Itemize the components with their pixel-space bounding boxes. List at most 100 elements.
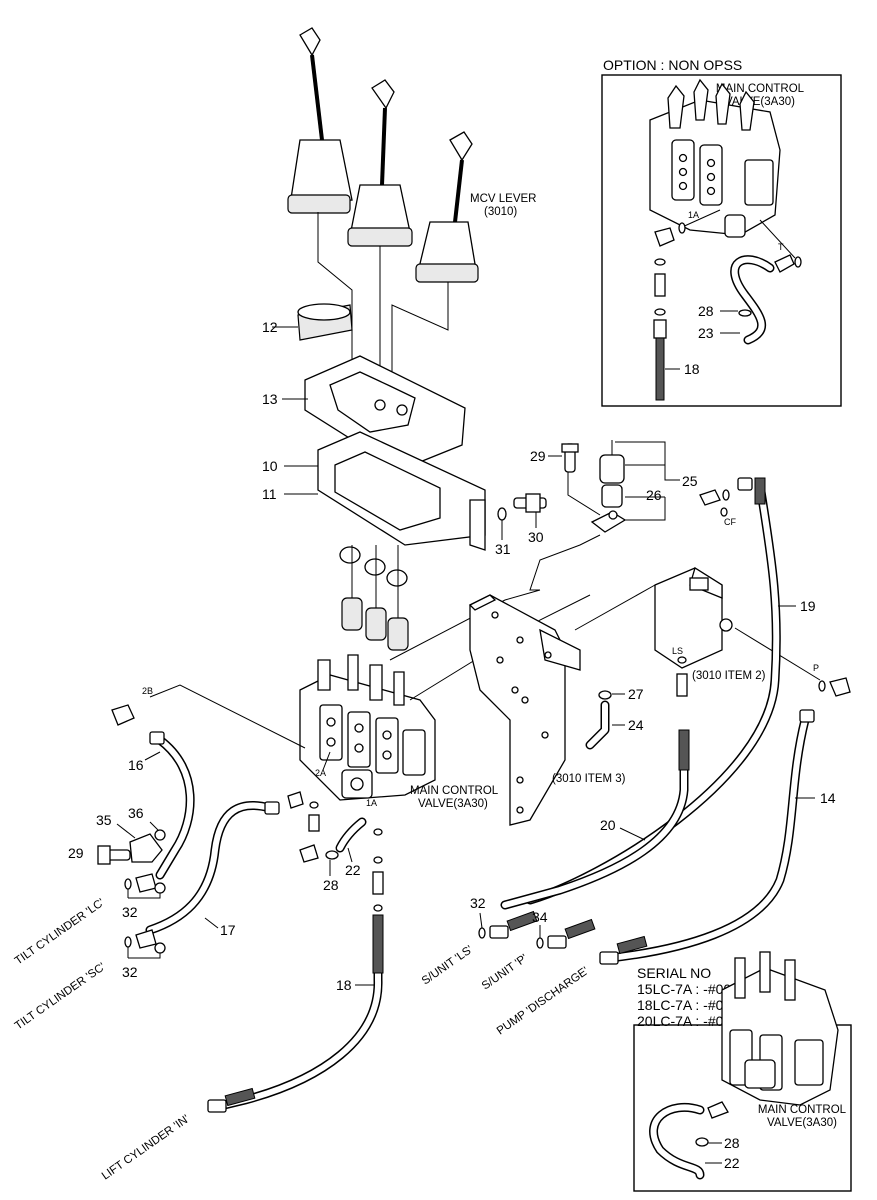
callout-24: 24	[628, 717, 644, 733]
callout-11: 11	[262, 486, 277, 502]
callout-22: 22	[345, 862, 361, 878]
serial-row-1: 15LC-7A : -#0001	[637, 981, 747, 997]
option-elbow-fitting	[654, 227, 675, 247]
pump-discharge-fitting	[599, 935, 648, 965]
callout-28: 28	[323, 877, 339, 893]
callout-19: 19	[800, 598, 816, 614]
serial-mcv-label-1: MAIN CONTROL	[758, 1104, 847, 1116]
plunger-springs	[341, 597, 409, 651]
main-control-valve	[299, 654, 436, 801]
option-callout-28: 28	[698, 303, 714, 319]
hose-14	[605, 715, 810, 963]
block-ref-label: (3010 ITEM 2)	[692, 670, 766, 682]
callout-34: 34	[532, 909, 548, 925]
callout-16: 16	[128, 757, 144, 773]
serial-mcv-label-2: VALVE(3A30)	[767, 1117, 837, 1129]
clamp-35	[129, 829, 166, 863]
clamp-28	[325, 850, 339, 860]
callout-20: 20	[600, 817, 616, 833]
main-valve-label-1: MAIN CONTROL	[410, 785, 499, 797]
label-tilt-cylinder-lc: TILT CYLINDER 'LC'	[13, 897, 107, 968]
callout-29-lower: 29	[68, 845, 84, 861]
main-valve-port-1a: 1A	[366, 798, 377, 808]
hose-20-fitting	[678, 729, 690, 771]
serial-main-control-valve-drawing	[721, 951, 839, 1106]
callout-32-sc: 32	[122, 964, 138, 980]
fitting-ls	[676, 656, 688, 697]
callout-25: 25	[682, 473, 698, 489]
bolt-29-upper	[561, 443, 579, 473]
plunger-caps	[339, 545, 408, 620]
bolt-30	[513, 493, 547, 513]
mcv-levers	[287, 27, 479, 283]
callout-32-lc: 32	[122, 904, 138, 920]
option-callout-18: 18	[684, 361, 700, 377]
serial-variant-panel: SERIAL NO 15LC-7A : -#0001 18LC-7A : -#0…	[633, 951, 852, 1192]
main-valve-label-2: VALVE(3A30)	[418, 798, 488, 810]
serial-callout-28: 28	[724, 1135, 740, 1151]
fitting-2b	[111, 704, 135, 726]
label-sunit-p: S/UNIT 'P'	[480, 952, 530, 992]
tilt-sc-fitting	[124, 929, 166, 954]
main-valve-port-2b: 2B	[142, 686, 153, 696]
hose-18-fitting	[372, 914, 384, 974]
callout-12: 12	[262, 319, 278, 335]
block-valve	[574, 566, 821, 681]
mounting-plate	[468, 594, 581, 826]
callout-17: 17	[220, 922, 236, 938]
boot-12	[297, 303, 353, 341]
option-non-opss-panel: OPTION : NON OPSS MAIN CONTROL VALVE(3A3…	[601, 57, 842, 407]
option-hose-end	[653, 319, 667, 339]
callout-31: 31	[495, 541, 511, 557]
option-callout-23: 23	[698, 325, 714, 341]
fitting-cf	[699, 489, 730, 517]
main-valve-port-2a: 2A	[315, 768, 326, 778]
callout-29-upper: 29	[530, 448, 546, 464]
label-sunit-ls: S/UNIT 'LS'	[420, 944, 475, 988]
serial-callout-22: 22	[724, 1155, 740, 1171]
serial-clamp-28	[695, 1137, 709, 1147]
callout-32-ls: 32	[470, 895, 486, 911]
option-adapter	[654, 273, 666, 297]
mcv-lever-label-2: (3010)	[484, 206, 517, 218]
damper-25-26	[590, 440, 627, 533]
serial-row-2: 18LC-7A : -#0001	[637, 997, 747, 1013]
sunit-ls-fitting	[478, 910, 538, 939]
callout-35: 35	[96, 812, 112, 828]
serial-title: SERIAL NO	[637, 965, 711, 981]
fitting-p	[818, 677, 851, 697]
callout-27: 27	[628, 686, 644, 702]
port-p-label: P	[813, 663, 819, 673]
valve-port-fittings	[299, 801, 384, 912]
clamp-27	[598, 690, 612, 700]
callout-10: 10	[262, 458, 278, 474]
label-lift-cylinder-in: LIFT CYLINDER 'IN'	[100, 1113, 192, 1182]
serial-row-3: 20LC-7A : -#0000	[637, 1013, 747, 1029]
port-ls-label: LS	[672, 646, 683, 656]
label-tilt-cylinder-sc: TILT CYLINDER 'SC'	[13, 961, 108, 1032]
hose-19-fitting	[754, 477, 766, 505]
option-main-control-valve-drawing	[649, 78, 781, 238]
option-tube-23	[730, 255, 775, 345]
option-mcv-label-1: MAIN CONTROL	[716, 83, 805, 95]
option-clamp	[738, 309, 752, 317]
callout-36: 36	[128, 805, 144, 821]
washer-31	[497, 507, 507, 521]
bolt-29-lower	[97, 845, 131, 865]
option-title: OPTION : NON OPSS	[603, 57, 742, 73]
callout-14: 14	[820, 790, 836, 806]
option-port-1a: 1A	[688, 210, 699, 220]
option-hose-18	[655, 337, 665, 401]
lift-in-fitting	[207, 1087, 256, 1113]
plate-ref-label: (3010 ITEM 3)	[552, 773, 626, 785]
mcv-lever-label-1: MCV LEVER	[470, 193, 536, 205]
callout-26: 26	[646, 487, 662, 503]
option-port-t: T	[778, 242, 784, 252]
cover-plate-13	[304, 355, 466, 471]
nut-36	[154, 829, 166, 841]
guide-plate-10-11	[317, 431, 486, 551]
port-cf-label: CF	[724, 517, 736, 527]
callout-18: 18	[336, 977, 352, 993]
option-frame	[601, 74, 842, 407]
